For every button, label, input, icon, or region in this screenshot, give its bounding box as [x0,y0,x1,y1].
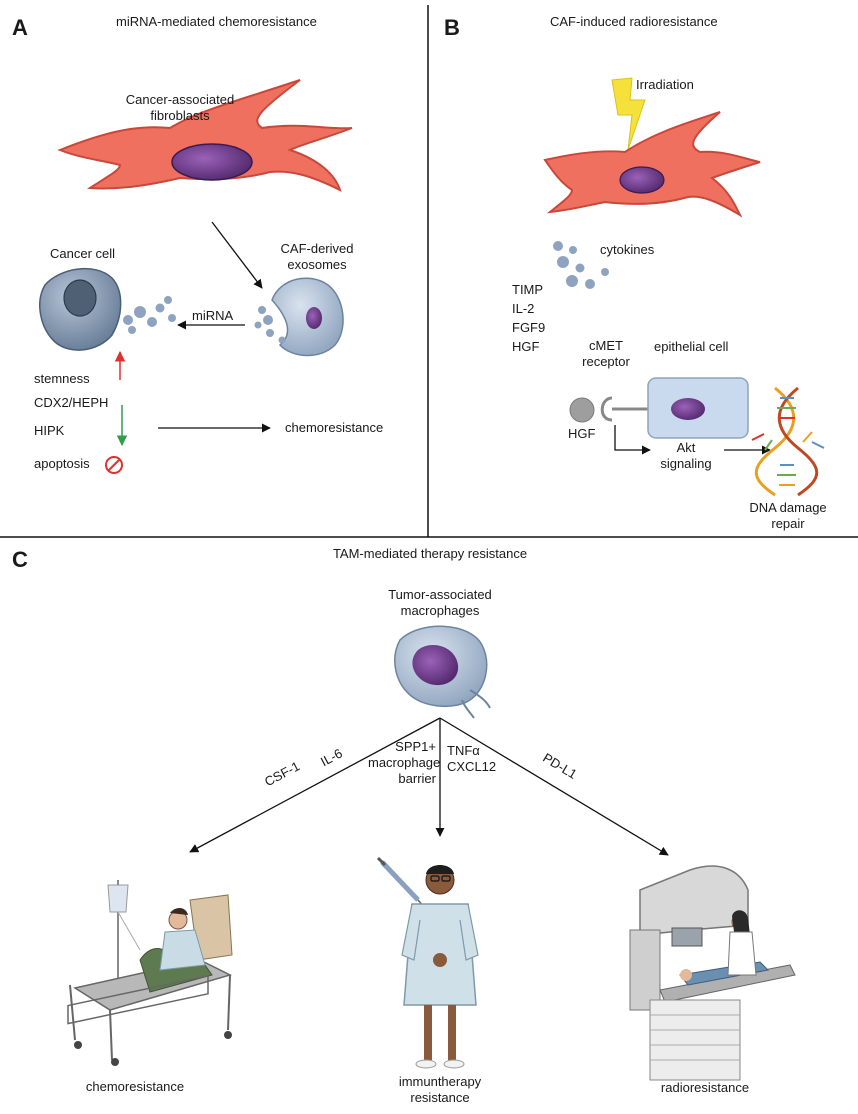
tam-label-line1: Tumor-associated [388,587,492,602]
branch-label-cxcl12: CXCL12 [447,759,497,774]
exosome-cell-illustration [254,277,344,357]
cytokine-fgf9: FGF9 [512,320,546,335]
akt-label-line2: signaling [660,456,712,471]
cytokines-label: cytokines [600,242,655,257]
arrow-to-chemoresistance-c [189,717,441,853]
dna-helix-illustration [751,386,825,497]
panel-letter-c: C [12,547,28,572]
cytokine-timp: TIMP [512,282,544,297]
cytokine-il2: IL-2 [512,301,535,316]
branch-label-barrier: barrier [398,771,436,786]
effect-hipk: HIPK [34,423,65,438]
fibroblast-a-illustration [57,79,353,192]
dna-label-line1: DNA damage [749,500,827,515]
panel-a-title: miRNA-mediated chemoresistance [116,14,317,29]
receptor-label-line2: receptor [582,354,630,369]
dna-label-line2: repair [771,516,805,531]
epithelial-cell-illustration [647,377,749,439]
hgf-ligand [569,397,595,423]
cancer-cell-illustration [39,267,122,351]
outcome-immunotherapy-line1: immuntherapy [398,1074,482,1089]
lightning-bolt-icon [611,77,646,151]
fibroblast-label-line2: fibroblasts [150,108,210,123]
receptor-label-line1: cMET [589,338,623,353]
cytokine-hgf: HGF [512,339,540,354]
hospital-bed-illustration [67,880,233,1066]
branch-label-spp1: SPP1+ [395,739,436,754]
outcome-chemoresistance-c: chemoresistance [85,1079,185,1094]
standing-patient-illustration [376,856,479,1069]
arrow-fibroblast-to-exosome [211,221,263,289]
fibroblast-label-line1: Cancer-associated [125,92,235,107]
exosome-label-line2: exosomes [287,257,347,272]
effect-apoptosis: apoptosis [34,456,90,471]
outcome-radioresistance: radioresistance [660,1080,750,1095]
macrophage-illustration [394,625,491,719]
panel-letter-a: A [12,15,28,40]
panel-b-title: CAF-induced radioresistance [550,14,718,29]
arrow-to-radioresistance [439,717,669,856]
vesicles-a [123,296,176,334]
cytokines-cluster [553,241,609,289]
epithelial-cell-label: epithelial cell [654,339,729,354]
outcome-chemoresistance-a: chemoresistance [285,420,384,435]
tam-label-line2: macrophages [400,603,480,618]
arrow-to-akt [614,425,651,455]
cancer-cell-label: Cancer cell [50,246,116,261]
effect-stemness: stemness [34,371,90,386]
panel-letter-b: B [444,15,460,40]
cmet-receptor [600,396,648,422]
radiotherapy-machine-illustration [629,865,796,1081]
fibroblast-b-illustration [543,111,761,218]
branch-label-macrophage: macrophage [368,755,441,770]
effect-cdx2-heph: CDX2/HEPH [34,395,109,410]
irradiation-label: Irradiation [636,77,694,92]
branch-label-tnfa: TNFα [447,743,480,758]
panel-c-title: TAM-mediated therapy resistance [332,546,528,561]
exosome-label-line1: CAF-derived [280,241,354,256]
akt-label-line1: Akt [676,440,696,455]
inhibition-icon [105,456,123,474]
hgf-label: HGF [568,426,596,441]
mirna-label: miRNA [192,308,234,323]
outcome-immunotherapy-line2: resistance [410,1090,470,1105]
